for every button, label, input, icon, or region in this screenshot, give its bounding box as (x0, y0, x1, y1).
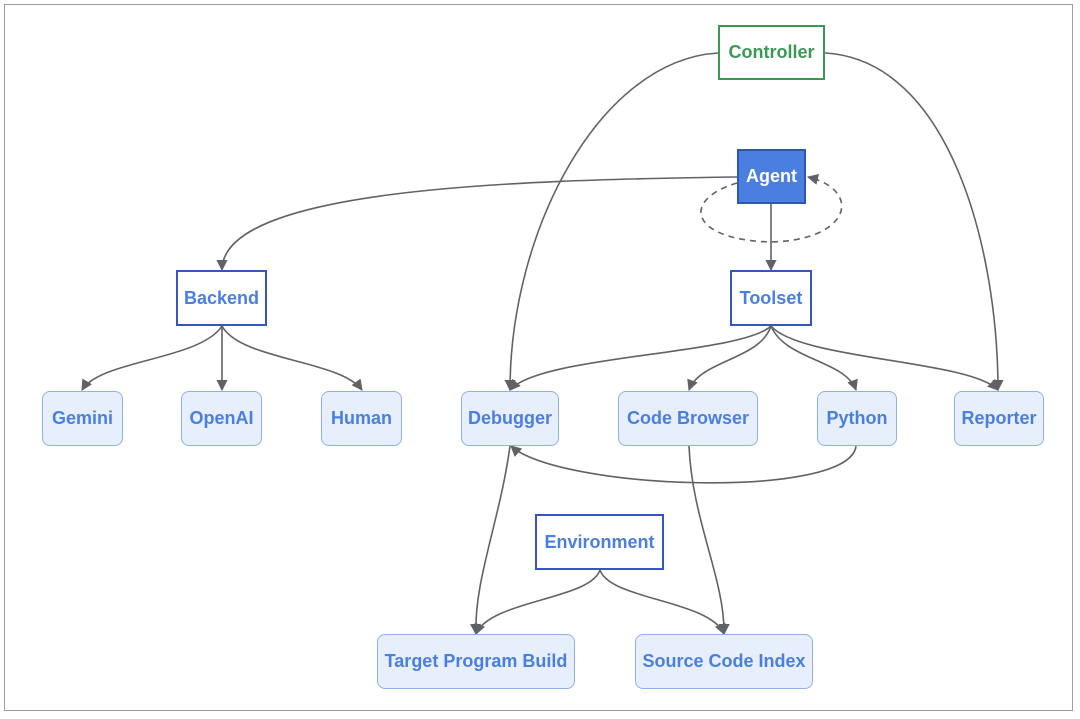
edge-environment-target (474, 569, 601, 636)
node-agent[interactable]: Agent (737, 149, 806, 204)
node-toolset[interactable]: Toolset (730, 270, 812, 326)
edge-controller-reporter (824, 52, 1004, 392)
edge-codebrowser-source (688, 445, 730, 636)
node-environment[interactable]: Environment (535, 514, 664, 570)
diagram-frame (4, 4, 1073, 711)
node-source-code-index[interactable]: Source Code Index (635, 634, 813, 689)
edge-backend-human (221, 325, 363, 391)
edge-python-debugger (510, 445, 857, 484)
node-human[interactable]: Human (321, 391, 402, 446)
node-target-program-build[interactable]: Target Program Build (377, 634, 575, 689)
node-openai[interactable]: OpenAI (181, 391, 262, 446)
node-code-browser[interactable]: Code Browser (618, 391, 758, 446)
edge-toolset-debugger (509, 325, 772, 391)
edge-controller-debugger (504, 52, 719, 392)
node-controller[interactable]: Controller (718, 25, 825, 80)
edge-toolset-code-browser (687, 325, 772, 392)
node-gemini[interactable]: Gemini (42, 391, 123, 446)
edge-toolset-reporter (770, 325, 999, 391)
edge-toolset-python (770, 325, 858, 392)
node-python[interactable]: Python (817, 391, 897, 446)
edge-agent-backend (216, 176, 738, 272)
node-debugger[interactable]: Debugger (461, 391, 559, 446)
edge-environment-source (599, 569, 726, 636)
node-backend[interactable]: Backend (176, 270, 267, 326)
edge-backend-gemini (81, 325, 223, 391)
edge-debugger-target (470, 445, 511, 636)
node-reporter[interactable]: Reporter (954, 391, 1044, 446)
